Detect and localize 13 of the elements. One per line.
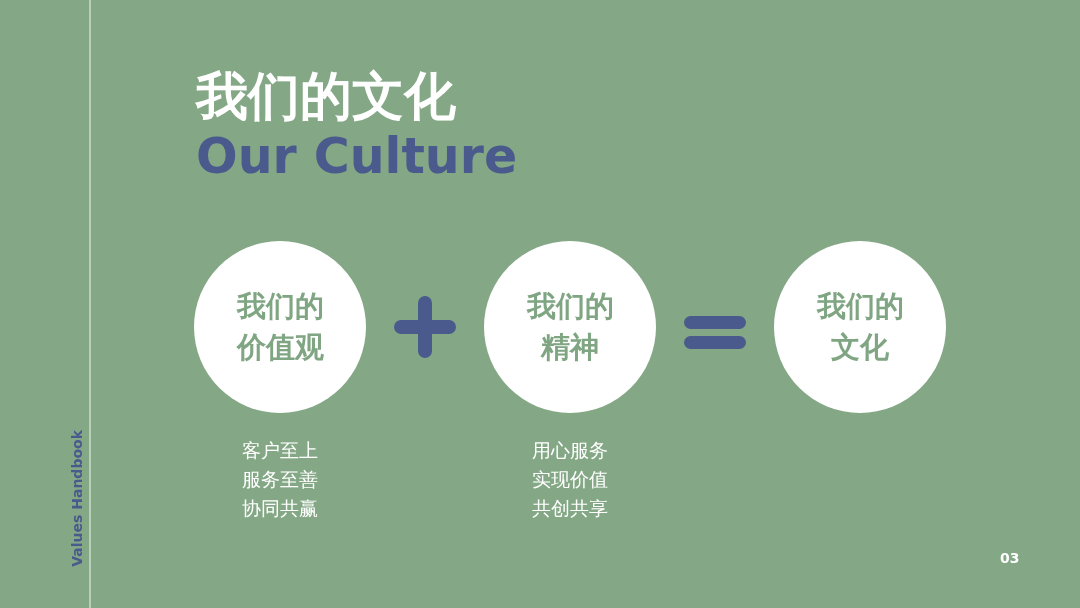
value-text: 共创共享 (532, 496, 608, 521)
value-text: 用心服务 (532, 438, 608, 463)
page-number: 03 (1000, 550, 1020, 567)
subtitle: Our Culture (196, 128, 518, 187)
side-label: Values Handbook (68, 429, 86, 569)
value-text: 客户至上 (242, 438, 318, 463)
value-text: 协同共赢 (242, 496, 318, 521)
value-text: 实现价值 (532, 467, 608, 492)
circle-label: 我们的文化 (815, 288, 905, 366)
circle-label: 我们的价值观 (235, 288, 325, 366)
value-text: 服务至善 (242, 467, 318, 492)
title: 我们的文化 (196, 65, 456, 128)
circle-label: 我们的精神 (525, 288, 615, 366)
